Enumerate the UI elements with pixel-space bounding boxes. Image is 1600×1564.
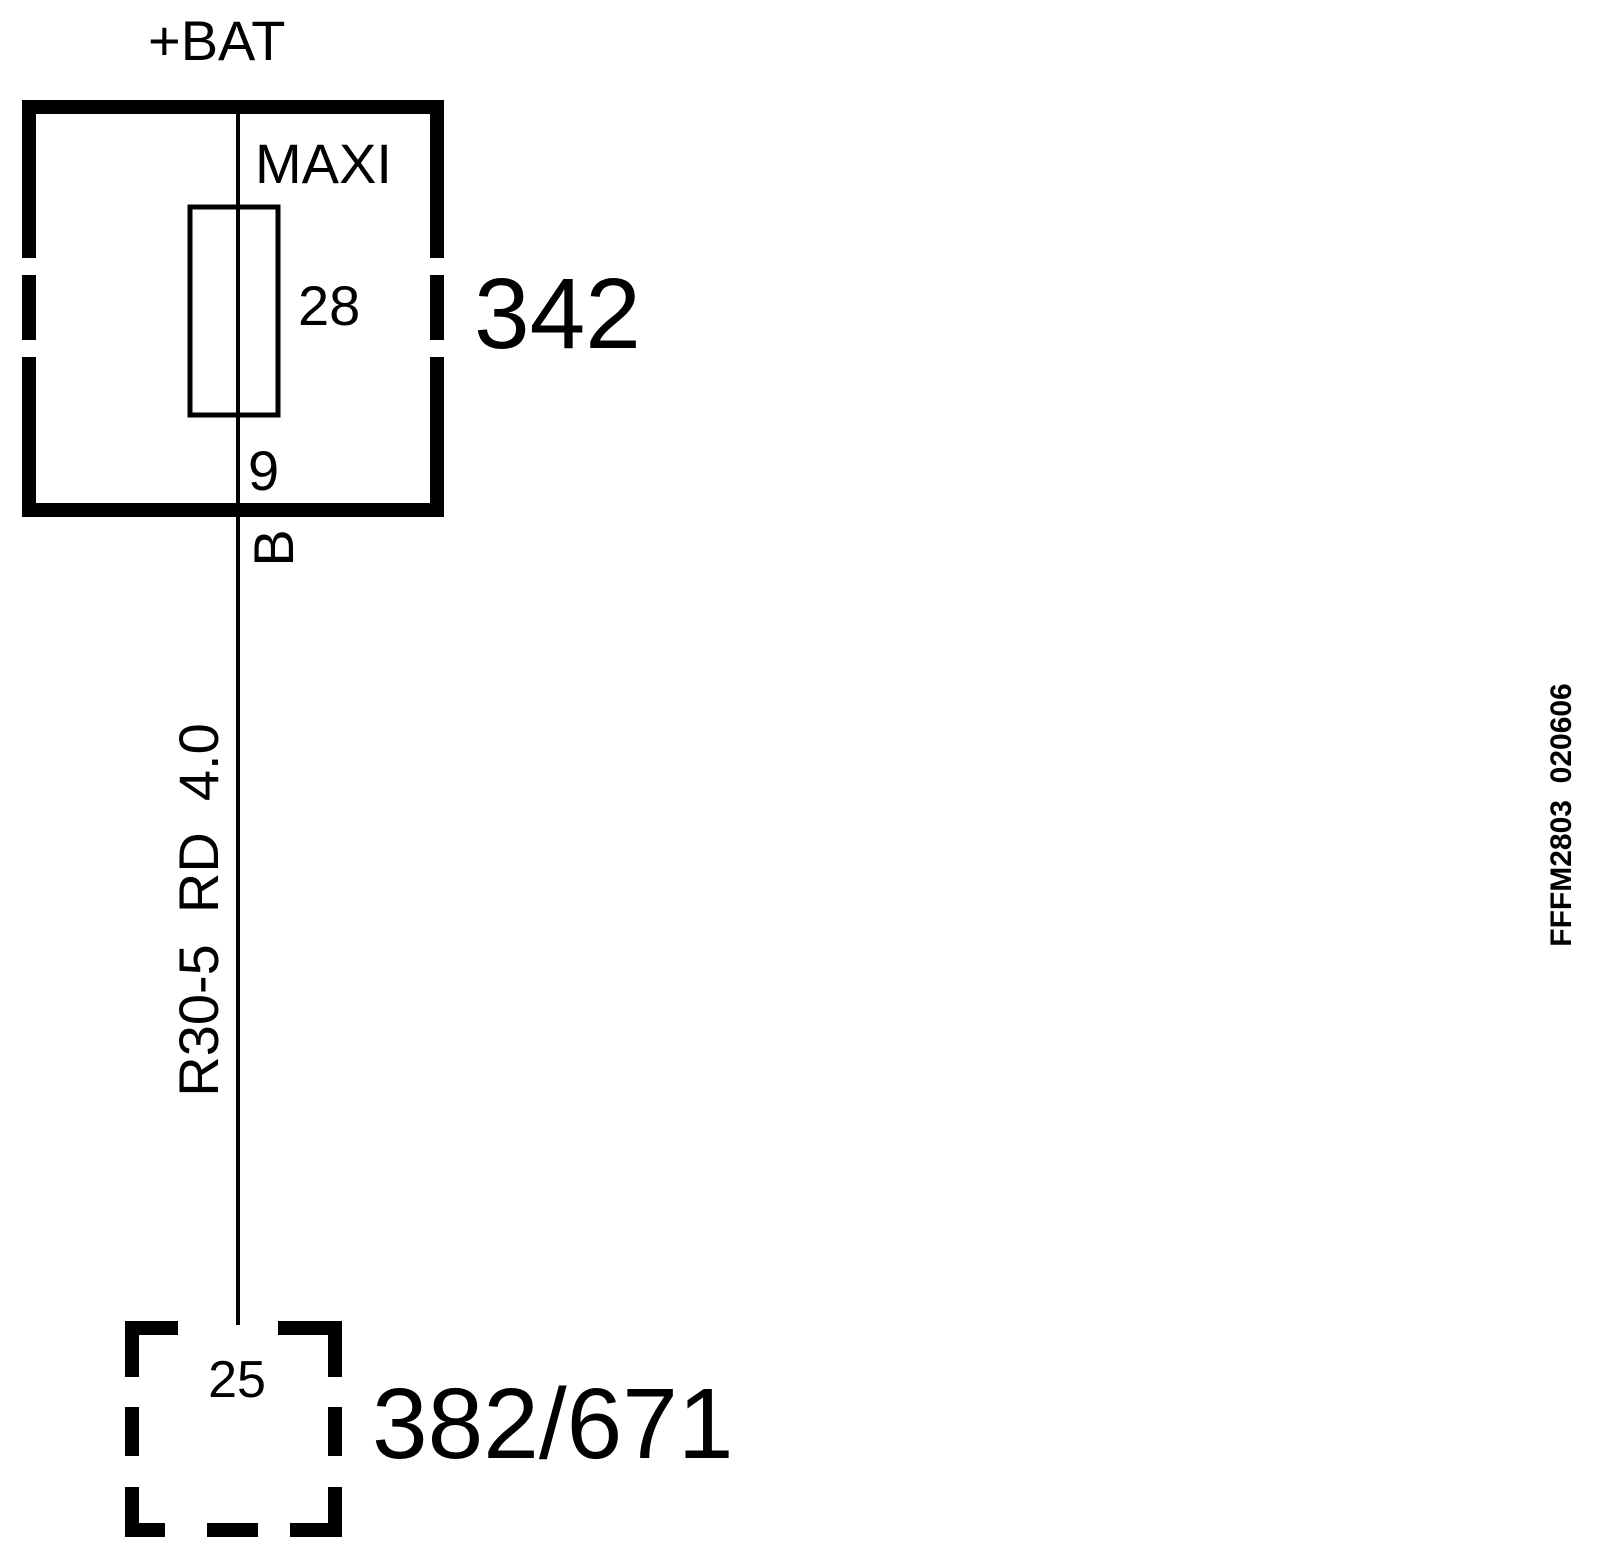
figure-code-label: FFFM2803 020606 bbox=[1545, 683, 1578, 946]
destination-box-382-671 bbox=[125, 1321, 342, 1537]
fuse-number-label: 28 bbox=[298, 274, 360, 337]
destination-pin-label: 25 bbox=[208, 1351, 266, 1409]
fuse-type-label: MAXI bbox=[255, 132, 392, 195]
fuse-symbol bbox=[187, 204, 281, 418]
fuse-box-342 bbox=[22, 100, 444, 517]
destination-id-label: 382/671 bbox=[372, 1368, 733, 1480]
fuse-output-pin-label: 9 bbox=[248, 439, 279, 502]
supply-label: +BAT bbox=[148, 9, 285, 72]
wire-label: R30-5 RD 4.0 bbox=[167, 723, 230, 1097]
fuse-box-id-label: 342 bbox=[474, 258, 641, 370]
connector-label: B bbox=[242, 529, 305, 566]
